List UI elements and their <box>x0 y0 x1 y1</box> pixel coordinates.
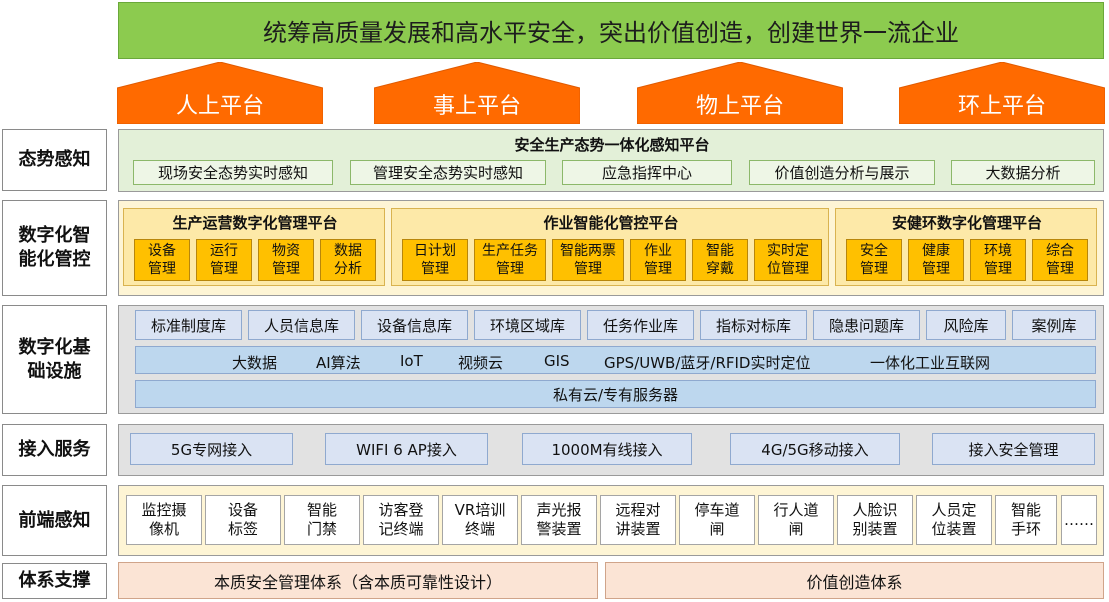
database-item: 人员信息库 <box>248 310 355 340</box>
situation-panel: 安全生产态势一体化感知平台 现场安全态势实时感知 管理安全态势实时感知 应急指挥… <box>118 129 1104 192</box>
platform-item: 综合管理 <box>1032 239 1088 281</box>
platform-item: 健康管理 <box>908 239 964 281</box>
device-item: 智能手环 <box>995 495 1057 545</box>
support-item: 本质安全管理体系（含本质可靠性设计） <box>118 562 598 599</box>
layer-label-smart: 数字化智能化管控 <box>2 200 107 296</box>
platform-item: 物资管理 <box>258 239 314 281</box>
smart-panel: 生产运营数字化管理平台 设备管理 运行管理 物资管理 数据分析 作业智能化管控平… <box>118 200 1104 296</box>
database-item: 标准制度库 <box>135 310 242 340</box>
device-item: 访客登记终端 <box>363 495 439 545</box>
arrow-label: 物上平台 <box>695 94 784 119</box>
platform-item: 设备管理 <box>134 239 190 281</box>
tech-item: AI算法 <box>316 354 361 372</box>
device-item: VR培训终端 <box>442 495 518 545</box>
house-arrow-icon <box>117 62 323 124</box>
device-item: 人脸识别装置 <box>837 495 913 545</box>
device-item: 远程对讲装置 <box>600 495 676 545</box>
access-item: 5G专网接入 <box>130 433 293 465</box>
access-panel: 5G专网接入 WIFI 6 AP接入 1000M有线接入 4G/5G移动接入 接… <box>118 424 1104 476</box>
tech-item: 大数据 <box>232 354 278 372</box>
layer-label-infra: 数字化基础设施 <box>2 305 107 414</box>
situation-item: 价值创造分析与展示 <box>749 160 935 185</box>
layer-label-access: 接入服务 <box>2 424 107 476</box>
platform-title: 安健环数字化管理平台 <box>891 213 1042 232</box>
database-item: 设备信息库 <box>361 310 468 340</box>
arrow-label: 环上平台 <box>957 94 1046 119</box>
platform-item: 生产任务管理 <box>474 239 546 281</box>
house-arrow-icon <box>374 62 580 124</box>
situation-item: 管理安全态势实时感知 <box>350 160 546 185</box>
hse-platform: 安健环数字化管理平台 安全管理 健康管理 环境管理 综合管理 <box>835 208 1097 286</box>
support-item: 价值创造体系 <box>605 562 1104 599</box>
platform-title: 生产运营数字化管理平台 <box>172 213 338 232</box>
layer-label-frontend: 前端感知 <box>2 485 107 556</box>
tech-item: GPS/UWB/蓝牙/RFID实时定位 <box>604 354 811 372</box>
database-item: 指标对标库 <box>700 310 807 340</box>
technology-bar: 大数据 AI算法 IoT 视频云 GIS GPS/UWB/蓝牙/RFID实时定位… <box>135 346 1096 374</box>
device-item-more: …… <box>1061 495 1097 545</box>
platform-item: 日计划管理 <box>402 239 468 281</box>
arrow-object-platform: 物上平台 <box>637 62 843 124</box>
device-item: 行人道闸 <box>758 495 834 545</box>
database-item: 环境区域库 <box>474 310 581 340</box>
tech-item: IoT <box>400 352 423 370</box>
vision-banner: 统筹高质量发展和高水平安全，突出价值创造，创建世界一流企业 <box>118 2 1104 59</box>
device-item: 声光报警装置 <box>521 495 597 545</box>
operation-platform: 作业智能化管控平台 日计划管理 生产任务管理 智能两票管理 作业管理 智能穿戴 … <box>391 208 829 286</box>
access-item: WIFI 6 AP接入 <box>325 433 488 465</box>
platform-item: 作业管理 <box>630 239 686 281</box>
device-item: 停车道闸 <box>679 495 755 545</box>
infra-panel: 标准制度库 人员信息库 设备信息库 环境区域库 任务作业库 指标对标库 隐患问题… <box>118 305 1104 414</box>
platform-title: 作业智能化管控平台 <box>543 213 679 232</box>
tech-item: 一体化工业互联网 <box>870 354 991 372</box>
device-item: 人员定位装置 <box>916 495 992 545</box>
platform-item: 智能两票管理 <box>552 239 624 281</box>
arrow-label: 事上平台 <box>432 94 521 119</box>
access-item: 接入安全管理 <box>932 433 1095 465</box>
device-item: 设备标签 <box>205 495 281 545</box>
layer-label-support: 体系支撑 <box>2 563 107 599</box>
situation-item: 现场安全态势实时感知 <box>133 160 333 185</box>
layer-label-situation: 态势感知 <box>2 129 107 191</box>
device-item: 监控摄像机 <box>126 495 202 545</box>
platform-item: 数据分析 <box>320 239 376 281</box>
production-platform: 生产运营数字化管理平台 设备管理 运行管理 物资管理 数据分析 <box>123 208 385 286</box>
tech-item: 视频云 <box>458 354 504 372</box>
platform-item: 实时定位管理 <box>754 239 822 281</box>
database-item: 隐患问题库 <box>813 310 920 340</box>
house-arrow-icon <box>899 62 1105 124</box>
database-item: 案例库 <box>1012 310 1096 340</box>
platform-item: 环境管理 <box>970 239 1026 281</box>
arrow-label: 人上平台 <box>175 94 264 119</box>
device-item: 智能门禁 <box>284 495 360 545</box>
cloud-bar: 私有云/专有服务器 <box>135 380 1096 408</box>
platform-item: 智能穿戴 <box>692 239 748 281</box>
database-item: 任务作业库 <box>587 310 694 340</box>
platform-item: 运行管理 <box>196 239 252 281</box>
frontend-panel: 监控摄像机 设备标签 智能门禁 访客登记终端 VR培训终端 声光报警装置 远程对… <box>118 485 1104 556</box>
situation-title: 安全生产态势一体化感知平台 <box>514 135 710 154</box>
platform-item: 安全管理 <box>846 239 902 281</box>
arrow-task-platform: 事上平台 <box>374 62 580 124</box>
situation-item: 应急指挥中心 <box>562 160 732 185</box>
database-item: 风险库 <box>926 310 1006 340</box>
house-arrow-icon <box>637 62 843 124</box>
access-item: 1000M有线接入 <box>522 433 692 465</box>
access-item: 4G/5G移动接入 <box>730 433 900 465</box>
tech-item: GIS <box>544 352 570 370</box>
arrow-environment-platform: 环上平台 <box>899 62 1105 124</box>
arrow-people-platform: 人上平台 <box>117 62 323 124</box>
situation-item: 大数据分析 <box>951 160 1095 185</box>
